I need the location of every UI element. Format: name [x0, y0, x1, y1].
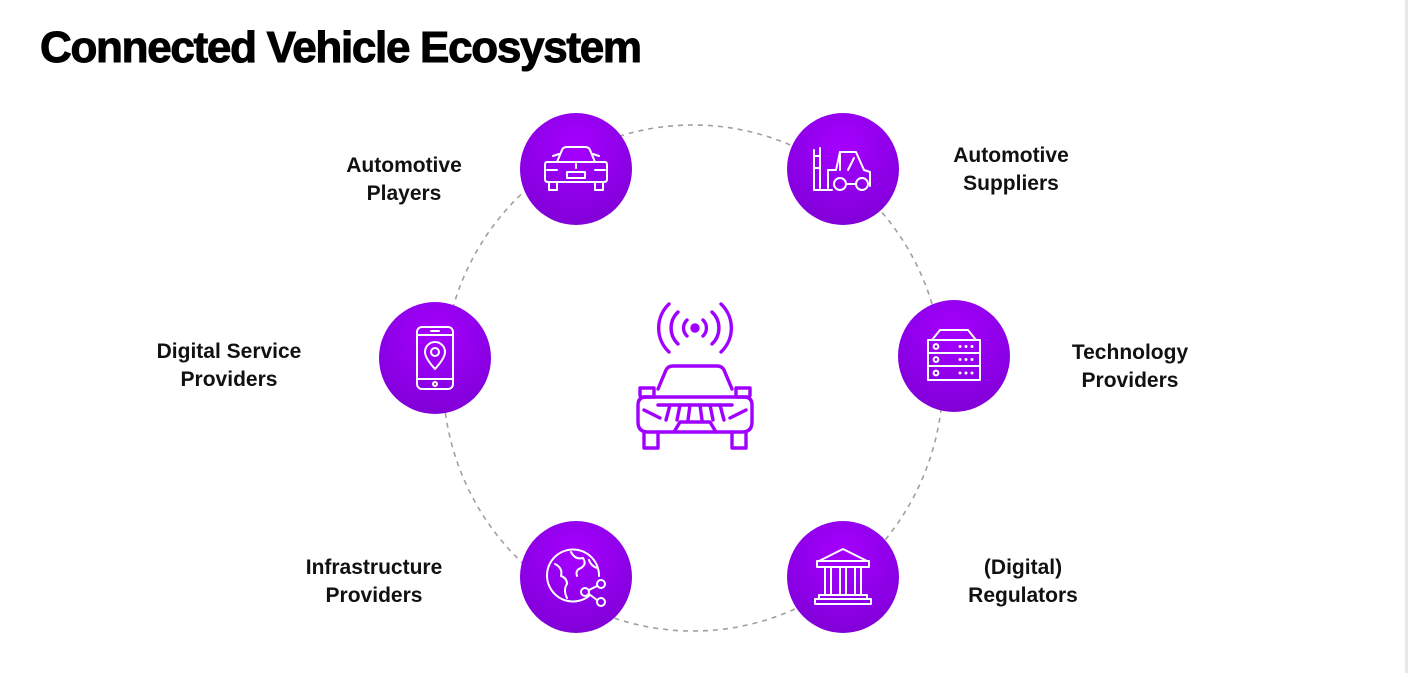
- server-icon: [927, 329, 981, 381]
- government-building-icon: [814, 548, 872, 605]
- node-infrastructure-providers: [520, 521, 632, 633]
- connected-car-icon: [636, 302, 754, 450]
- smartphone-location-icon: [416, 326, 454, 390]
- forklift-icon: [813, 147, 871, 191]
- car-icon: [544, 146, 608, 191]
- page-title: Connected Vehicle Ecosystem: [40, 23, 643, 73]
- right-edge-rule: [1405, 0, 1408, 673]
- node-technology-providers: [898, 300, 1010, 412]
- label-digital-regulators: (Digital)Regulators: [968, 556, 1078, 607]
- node-automotive-suppliers: [787, 113, 899, 225]
- globe-network-icon: [546, 548, 606, 607]
- center-connected-car: [632, 302, 758, 459]
- node-digital-service-providers: [379, 302, 491, 414]
- node-automotive-players: [520, 113, 632, 225]
- node-digital-regulators: [787, 521, 899, 633]
